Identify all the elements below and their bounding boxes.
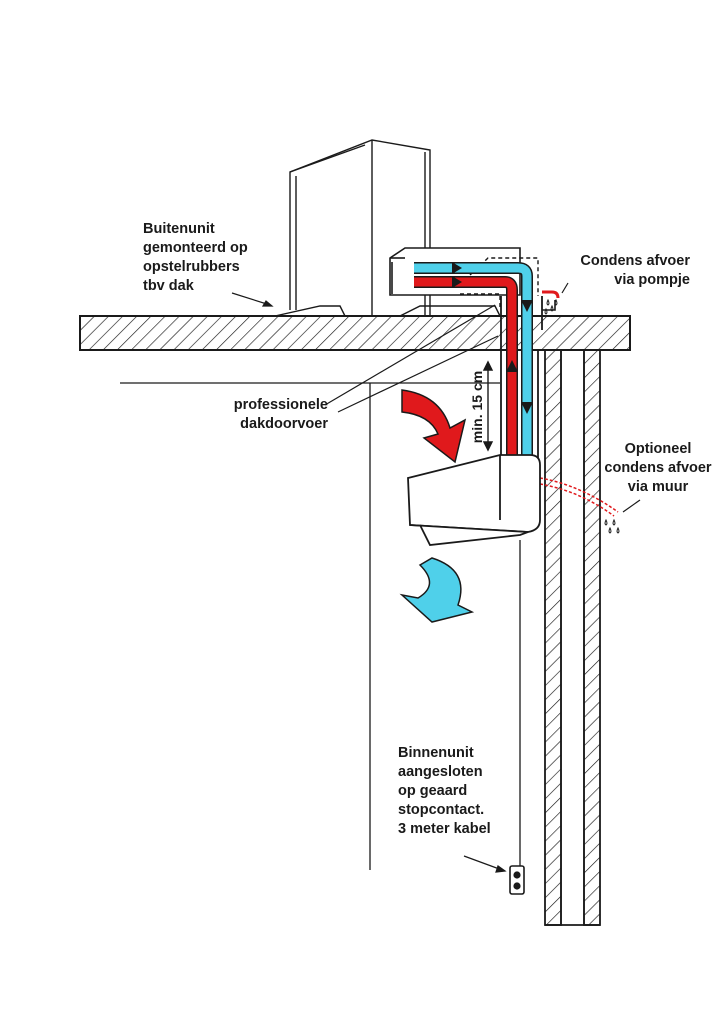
min-distance-label: min. 15 cm [469, 370, 485, 444]
water-drops-icon [604, 518, 620, 534]
indoor-unit-label-line: 3 meter kabel [398, 821, 491, 837]
mounting-rubbers [274, 305, 501, 317]
wall [544, 349, 601, 926]
water-drops-icon [544, 298, 558, 315]
roof-slab [79, 315, 631, 384]
power-cable [369, 383, 521, 870]
indoor-unit-label-line: stopcontact. [398, 802, 485, 818]
optional-condensate-label-line: Optioneel [624, 441, 692, 457]
roof-duct-label-line: professionele [233, 397, 328, 413]
cold-refrigerant-pipe [414, 262, 533, 505]
red-warm-air-arrow [401, 389, 467, 464]
condensate-pump-label: Condens afvoer via pompje [568, 252, 690, 290]
optional-condensate-label: Optioneel condens afvoer via muur [598, 440, 718, 497]
optional-condensate-label-line: via muur [627, 479, 689, 495]
socket-icon [509, 865, 525, 895]
outdoor-unit-label-line: gemonteerd op [143, 240, 248, 256]
min-distance-dimension [482, 360, 494, 452]
condensate-pump-label-line: Condens afvoer [580, 253, 690, 269]
outdoor-unit-label-line: opstelrubbers [143, 259, 240, 275]
indoor-unit-label: Binnenunit aangesloten op geaard stopcon… [398, 744, 491, 839]
optional-wall-drain [539, 477, 619, 517]
leader-lines [231, 282, 641, 873]
roof-duct-label: professionele dakdoorvoer [218, 396, 328, 434]
indoor-unit-label-line: Binnenunit [398, 745, 474, 761]
indoor-unit-label-line: aangesloten [398, 764, 483, 780]
outdoor-unit-label-line: tbv dak [143, 278, 194, 294]
condensate-pump-label-line: via pompje [614, 272, 690, 288]
outdoor-unit-label: Buitenunit gemonteerd op opstelrubbers t… [143, 220, 248, 296]
blue-cool-air-arrow [399, 557, 475, 623]
optional-condensate-label-line: condens afvoer [604, 460, 712, 476]
outdoor-unit-label-line: Buitenunit [143, 221, 215, 237]
roof-duct-cover [460, 257, 539, 310]
indoor-unit-label-line: op geaard [398, 783, 468, 799]
indoor-unit [407, 454, 541, 546]
roof-duct-label-line: dakdoorvoer [240, 416, 328, 432]
